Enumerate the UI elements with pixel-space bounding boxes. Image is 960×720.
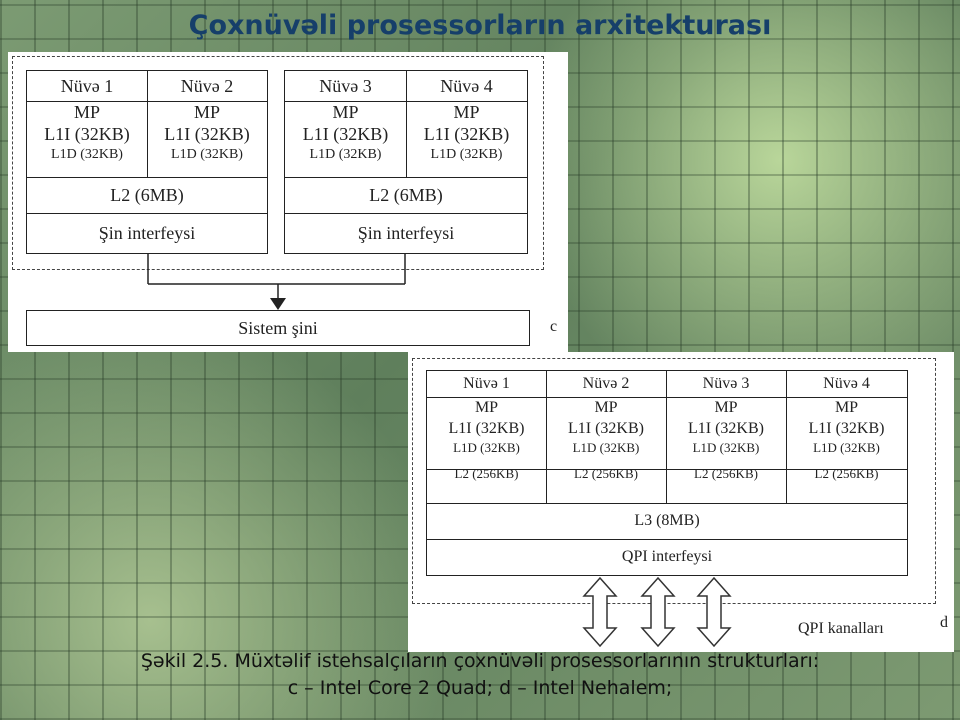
cache-divider [27, 177, 267, 178]
l1i-cache: L1I (32KB) [568, 420, 644, 437]
interface-divider [27, 213, 267, 214]
l1d-cache: L1D (32KB) [430, 147, 503, 162]
core-name: Nüvə 4 [440, 76, 493, 96]
qpi-arrow-icon [582, 576, 618, 648]
qpi-arrows [582, 576, 732, 648]
l1d-cache: L1D (32KB) [171, 147, 243, 162]
diagram-c-intel-core-2-quad: Nüvə 1 MP L1I (32KB) L1D (32KB) Nüvə 2 M… [8, 52, 568, 352]
core-2: Nüvə 2 MP L1I (32KB) L1D (32KB) [147, 71, 267, 165]
core-mp: MP [474, 399, 499, 416]
l2-cache-left: L2 (6MB) [110, 185, 184, 205]
die-right: Nüvə 3 MP L1I (32KB) L1D (32KB) Nüvə 4 M… [284, 70, 528, 254]
core-mp: MP [714, 399, 738, 416]
system-bus: Sistem şini [26, 310, 530, 346]
l1d-cache: L1D (32KB) [572, 440, 640, 455]
l2-cache-right: L2 (6MB) [369, 185, 443, 205]
l1i-cache: L1I (32KB) [423, 124, 510, 144]
core-divider [546, 371, 547, 503]
qpi-channels-label: QPI kanalları [798, 620, 884, 637]
l1i-cache: L1I (32KB) [688, 420, 764, 437]
qpi-divider [427, 539, 907, 540]
core-mp: MP [332, 102, 359, 122]
l3-divider [427, 503, 907, 504]
l1i-cache: L1I (32KB) [44, 124, 130, 144]
core-divider [406, 71, 407, 177]
core-divider [147, 71, 148, 177]
core-header-divider [427, 397, 907, 398]
core-name: Nüvə 1 [463, 375, 510, 392]
l2-cache: L2 (256KB) [814, 466, 879, 481]
processor-package-outline [12, 56, 544, 270]
slide-title: Çoxnüvəli prosessorların arxitekturası [188, 10, 772, 41]
die-left: Nüvə 1 MP L1I (32KB) L1D (32KB) Nüvə 2 M… [26, 70, 268, 254]
core-header-divider [27, 101, 267, 102]
l2-cache: L2 (256KB) [574, 466, 638, 481]
core-mp: MP [594, 399, 618, 416]
diagram-d-intel-nehalem: Nüvə 1 MP L1I (32KB) L1D (32KB) L2 (256K… [408, 352, 954, 652]
diagram-d-label: d [940, 614, 948, 631]
down-arrow-icon [270, 298, 286, 310]
l1i-cache: L1I (32KB) [302, 124, 389, 144]
core-mp: MP [73, 102, 100, 122]
core-mp: MP [453, 102, 480, 122]
core-1: Nüvə 1 MP L1I (32KB) L1D (32KB) [27, 71, 147, 165]
core-divider [666, 371, 667, 503]
qpi-interface: QPI interfeysi [621, 548, 713, 565]
core-name: Nüvə 2 [582, 375, 630, 392]
caption-line-2: c – Intel Core 2 Quad; d – Intel Nehalem… [287, 677, 673, 699]
core-3: Nüvə 3 MP L1I (32KB) L1D (32KB) [285, 71, 406, 165]
l1i-cache: L1I (32KB) [164, 124, 250, 144]
diagram-c-label: c [550, 318, 558, 335]
nehalem-die: Nüvə 1 MP L1I (32KB) L1D (32KB) L2 (256K… [426, 370, 908, 576]
core-mp: MP [834, 399, 859, 416]
l1d-cache: L1D (32KB) [453, 440, 520, 455]
l1d-cache: L1D (32KB) [692, 440, 760, 455]
core-name: Nüvə 3 [702, 375, 750, 392]
core-1: Nüvə 1 MP L1I (32KB) L1D (32KB) L2 (256K… [427, 371, 546, 491]
qpi-arrow-icon [640, 576, 676, 648]
l1i-cache: L1I (32KB) [448, 420, 525, 437]
interface-divider [285, 213, 527, 214]
core-name: Nüvə 1 [60, 76, 114, 96]
l1d-cache: L1D (32KB) [813, 440, 880, 455]
processor-package-outline [412, 358, 936, 604]
l3-cache: L3 (8MB) [634, 512, 700, 529]
l1i-cache: L1I (32KB) [808, 420, 885, 437]
core-name: Nüvə 4 [823, 375, 870, 392]
caption-line-1: Şəkil 2.5. Müxtəlif istehsalçıların çoxn… [140, 650, 820, 672]
core-mp: MP [193, 102, 220, 122]
l2-divider [427, 469, 907, 470]
core-divider [786, 371, 787, 503]
figure-caption: Şəkil 2.5. Müxtəlif istehsalçıların çoxn… [0, 648, 960, 702]
l2-cache: L2 (256KB) [454, 466, 519, 481]
core-3: Nüvə 3 MP L1I (32KB) L1D (32KB) L2 (256K… [666, 371, 786, 491]
core-name: Nüvə 3 [319, 76, 372, 96]
core-4: Nüvə 4 MP L1I (32KB) L1D (32KB) L2 (256K… [786, 371, 907, 491]
l1d-cache: L1D (32KB) [309, 147, 382, 162]
bus-interface-left: Şin interfeysi [98, 223, 196, 243]
l2-cache: L2 (256KB) [694, 466, 758, 481]
cache-divider [285, 177, 527, 178]
bus-connector-lines [147, 254, 406, 310]
core-4: Nüvə 4 MP L1I (32KB) L1D (32KB) [406, 71, 527, 165]
core-name: Nüvə 2 [180, 76, 234, 96]
core-header-divider [285, 101, 527, 102]
l1d-cache: L1D (32KB) [51, 147, 123, 162]
qpi-arrow-icon [696, 576, 732, 648]
core-2: Nüvə 2 MP L1I (32KB) L1D (32KB) L2 (256K… [546, 371, 666, 491]
bus-interface-right: Şin interfeysi [357, 223, 455, 243]
